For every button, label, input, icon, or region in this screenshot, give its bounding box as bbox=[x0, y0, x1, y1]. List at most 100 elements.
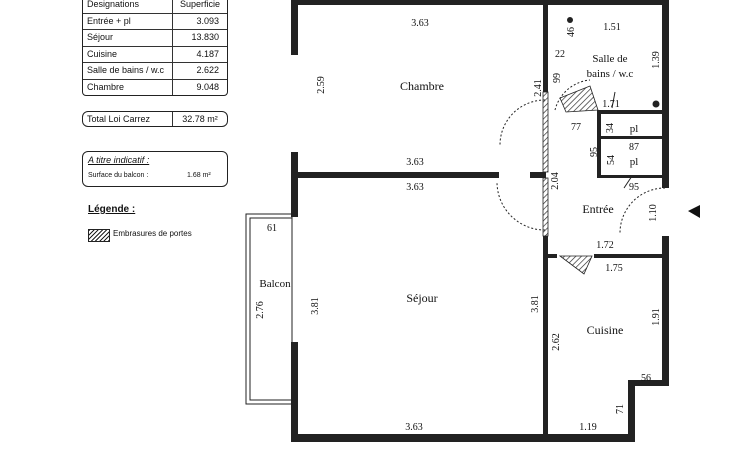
row-name: Entrée + pl bbox=[83, 13, 173, 29]
balcony bbox=[245, 213, 293, 405]
surface-table: Designations Superficie Entrée + pl 3.09… bbox=[82, 0, 228, 96]
dim-label: 3.63 bbox=[406, 182, 424, 193]
dimensions: 3.63 2.59 2.41 1.51 1.39 1.71 46 22 99 7… bbox=[255, 18, 662, 433]
wall-top bbox=[291, 0, 668, 5]
wall-right-upper bbox=[662, 0, 669, 188]
row-name: Cuisine bbox=[83, 46, 173, 62]
total-value: 32.78 m² bbox=[182, 114, 218, 124]
dim-label: 95 bbox=[589, 147, 600, 157]
label-pl1: pl bbox=[630, 123, 639, 135]
info-title: A titre indicatif : bbox=[88, 155, 150, 165]
wall-pl-bottom bbox=[597, 175, 665, 178]
row-value: 2.622 bbox=[196, 65, 219, 75]
wall-sdb-left bbox=[543, 0, 548, 92]
embrasure-chambre bbox=[542, 91, 549, 173]
dim-label: 46 bbox=[566, 27, 577, 37]
dim-label: 3.81 bbox=[310, 297, 321, 315]
dim-label: 2.62 bbox=[551, 333, 562, 351]
dim-label: 1.51 bbox=[603, 22, 621, 33]
wall-left-sejour bbox=[291, 342, 298, 442]
row-value: 3.093 bbox=[196, 15, 219, 26]
dim-label: 3.81 bbox=[530, 295, 541, 313]
dim-label: 1.10 bbox=[648, 204, 659, 222]
wall-right-lower bbox=[662, 236, 669, 386]
dim-label: 34 bbox=[605, 123, 616, 133]
dim-label: 77 bbox=[571, 122, 581, 133]
info-value: 1.68 m² bbox=[187, 172, 211, 179]
wall-kitchen-top bbox=[594, 254, 665, 258]
label-cuisine: Cuisine bbox=[587, 323, 624, 337]
header-superficie: Superficie bbox=[179, 0, 221, 9]
entry-arrow-icon bbox=[688, 205, 700, 218]
header-designations: Designations bbox=[83, 0, 173, 13]
wall-sdb-bottom bbox=[597, 110, 665, 114]
row-name: Chambre bbox=[83, 79, 173, 95]
label-sdb-2: bains / w.c bbox=[587, 68, 634, 80]
embrasure-kitchen bbox=[558, 255, 593, 275]
dim-label: 1.75 bbox=[605, 263, 623, 274]
row-value: 13.830 bbox=[191, 32, 219, 42]
balcony-outline bbox=[245, 213, 293, 405]
door-swing-entree bbox=[619, 187, 666, 234]
embrasure-sdb bbox=[559, 85, 599, 113]
legend-label: Embrasures de portes bbox=[113, 229, 192, 238]
dim-label: 1.72 bbox=[596, 240, 614, 251]
wall-kitchen-step-v bbox=[628, 380, 635, 442]
row-value: 9.048 bbox=[196, 81, 219, 92]
dim-label: 2.76 bbox=[255, 301, 266, 319]
row-value: 4.187 bbox=[196, 48, 219, 59]
info-label: Surface du balcon : bbox=[88, 172, 149, 179]
door-swing-chambre bbox=[499, 99, 546, 146]
dim-label: 95 bbox=[629, 182, 639, 193]
dim-label: 1.71 bbox=[602, 99, 620, 110]
door-swing-sejour bbox=[496, 181, 546, 231]
table-row: Entrée + pl 3.093 bbox=[83, 13, 227, 30]
dim-label: 3.63 bbox=[411, 18, 429, 29]
balcony-inner bbox=[249, 217, 293, 401]
dim-label: 1.39 bbox=[651, 51, 662, 69]
label-balcon: Balcon bbox=[259, 278, 291, 290]
dim-label: 71 bbox=[615, 404, 626, 414]
label-entree: Entrée bbox=[582, 202, 613, 216]
dim-label: 3.63 bbox=[405, 422, 423, 433]
info-box: A titre indicatif : Surface du balcon : … bbox=[82, 151, 228, 187]
label-chambre: Chambre bbox=[400, 79, 444, 93]
total-box: Total Loi Carrez 32.78 m² bbox=[82, 111, 228, 127]
dim-label: 99 bbox=[552, 73, 563, 83]
dim-label: 87 bbox=[629, 142, 639, 153]
table-row: Séjour 13.830 bbox=[83, 30, 227, 47]
total-label: Total Loi Carrez bbox=[83, 112, 173, 126]
wall-kitchen-step-h bbox=[628, 380, 669, 386]
wall-pl-mid bbox=[597, 136, 665, 139]
door-swing-sdb bbox=[554, 79, 591, 111]
table-row: Chambre 9.048 bbox=[83, 79, 227, 95]
dim-label: 1.19 bbox=[579, 422, 597, 433]
dim-label: 22 bbox=[555, 49, 565, 60]
dim-label: 2.59 bbox=[316, 76, 327, 94]
wall-entree-left bbox=[543, 236, 548, 436]
table-header: Designations Superficie bbox=[83, 0, 227, 14]
label-sdb-1: Salle de bbox=[592, 53, 627, 65]
wall-entree-bottom bbox=[543, 254, 557, 258]
wall-left-chambre bbox=[291, 0, 298, 55]
dim-label: 1.91 bbox=[651, 308, 662, 326]
wall-left-mid bbox=[291, 152, 298, 217]
label-sejour: Séjour bbox=[406, 291, 437, 305]
legend-title: Légende : bbox=[88, 204, 136, 215]
dim-label: 2.41 bbox=[533, 79, 544, 97]
dim-label: 3.63 bbox=[406, 157, 424, 168]
door-swings bbox=[496, 79, 666, 234]
fixture-dot bbox=[567, 17, 573, 23]
fixture-dot bbox=[652, 100, 660, 108]
embrasure-sejour bbox=[542, 177, 549, 237]
label-pl2: pl bbox=[630, 156, 639, 168]
legend-hatch-swatch bbox=[88, 229, 110, 242]
small-arrow-icon bbox=[611, 91, 616, 109]
dim-label: 61 bbox=[267, 223, 277, 234]
row-name: Salle de bains / w.c bbox=[83, 63, 173, 79]
table-row: Cuisine 4.187 bbox=[83, 46, 227, 63]
dim-label: 2.04 bbox=[550, 172, 561, 190]
table-row: Salle de bains / w.c 2.622 bbox=[83, 63, 227, 80]
wall-chambre-sejour bbox=[291, 172, 499, 178]
